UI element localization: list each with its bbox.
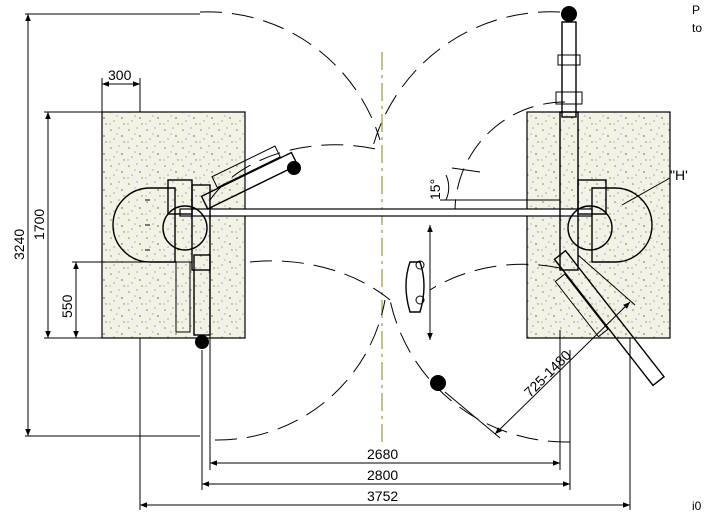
dim-total-height-label: 3240 bbox=[11, 229, 27, 260]
left-lower-arm-pad bbox=[195, 335, 209, 349]
dimension-column-width: 2800 bbox=[201, 350, 571, 490]
dimension-inner-width: 2680 bbox=[209, 330, 561, 470]
right-upper-arm-pad bbox=[561, 6, 577, 22]
swing-arc-right-bottom bbox=[389, 299, 571, 443]
swing-arc-left-top bbox=[199, 11, 381, 141]
callout-h: "H' bbox=[621, 167, 688, 206]
callout-h-label: "H' bbox=[670, 167, 688, 183]
dim-arm-reach-label: 725-1480 bbox=[521, 347, 574, 400]
dimension-total-height: 3240 bbox=[11, 13, 200, 437]
vehicle-outline bbox=[405, 225, 433, 340]
dimension-total-width: 3752 bbox=[139, 338, 631, 510]
dim-pad-height-label: 1700 bbox=[31, 209, 47, 240]
right-concrete-pad bbox=[526, 111, 671, 339]
left-upper-arm-pad bbox=[287, 161, 301, 175]
swing-arc-right-top bbox=[371, 11, 561, 151]
cross-beam bbox=[179, 208, 593, 217]
swing-arc-left-bottom bbox=[214, 299, 386, 441]
dim-inner-width-label: 2680 bbox=[367, 446, 398, 462]
edge-text-top-line1: P bbox=[692, 3, 700, 17]
edge-text-bottom: i0 bbox=[692, 499, 702, 512]
dim-pad-margin-label: 300 bbox=[108, 67, 132, 83]
swing-arc-inner-right bbox=[454, 101, 566, 211]
left-post-assembly bbox=[112, 145, 301, 349]
left-concrete-pad bbox=[101, 111, 246, 339]
dimension-pad-margin: 300 bbox=[101, 67, 141, 112]
swing-arc-inner-right-low bbox=[429, 263, 561, 291]
edge-text-top-line2: to bbox=[692, 21, 702, 35]
right-lower-arm-pad bbox=[430, 375, 446, 391]
dimension-pad-offset: 550 bbox=[59, 261, 192, 338]
dim-column-width-label: 2800 bbox=[367, 467, 398, 483]
dimension-arm-angle: 15° bbox=[427, 167, 560, 201]
swing-arc-inner-left-low bbox=[249, 260, 391, 301]
dimension-pad-height: 1700 bbox=[31, 111, 102, 339]
dim-arm-angle-label: 15° bbox=[427, 179, 443, 200]
dim-total-width-label: 3752 bbox=[367, 488, 398, 504]
dim-pad-offset-label: 550 bbox=[59, 294, 75, 318]
